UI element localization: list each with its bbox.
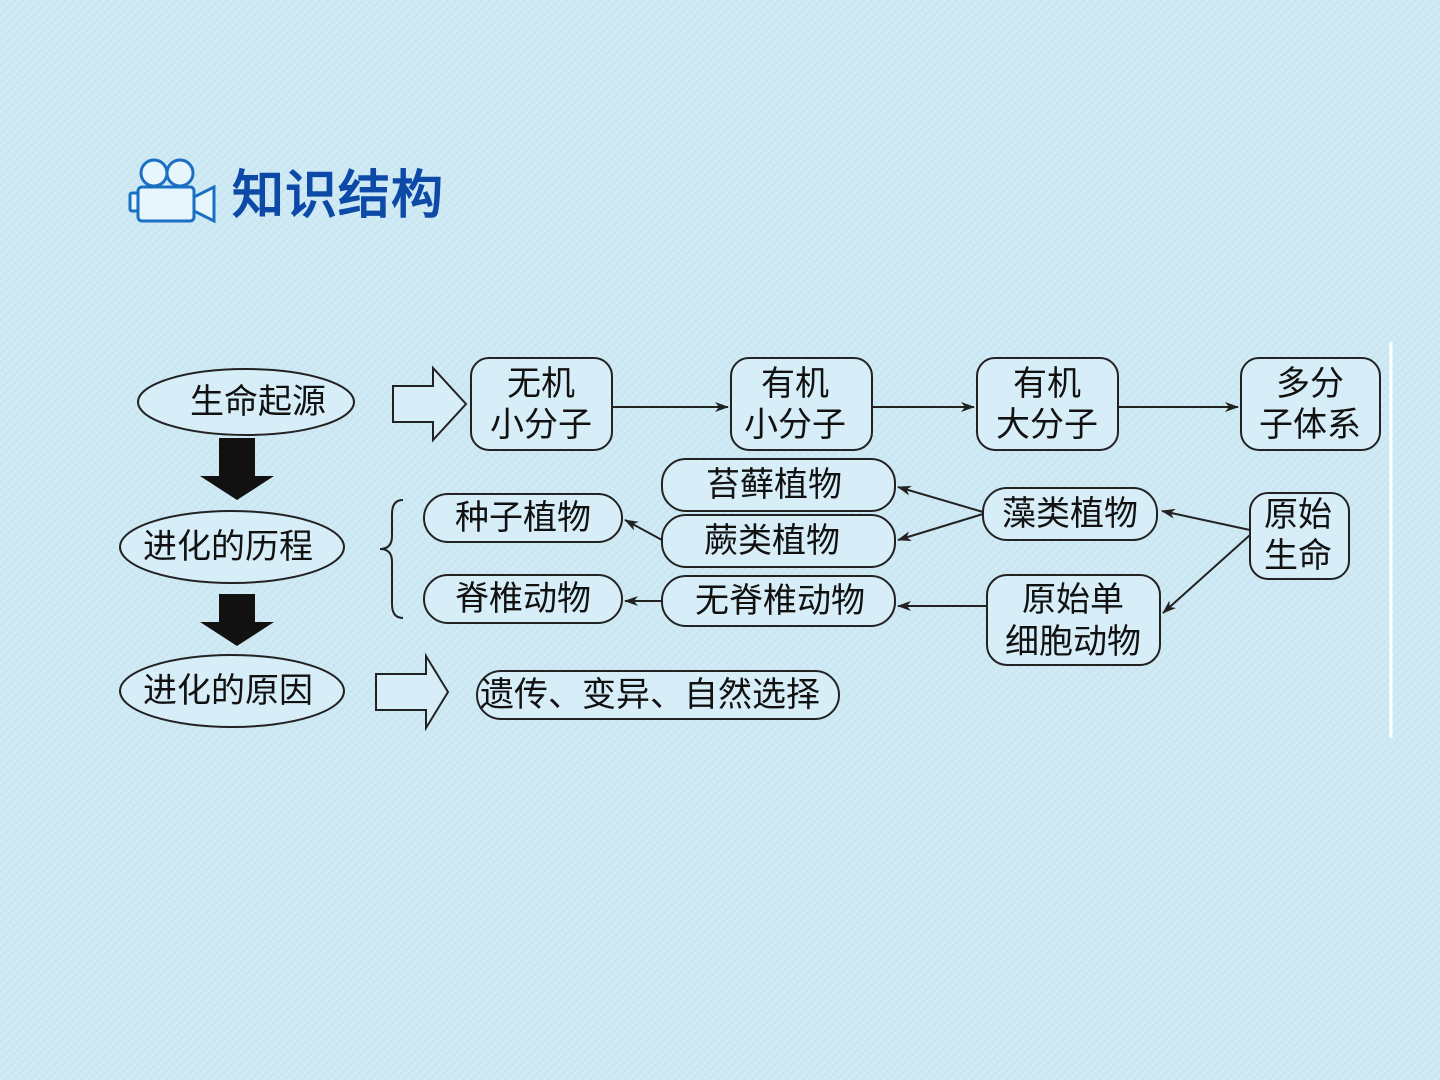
- box-inorganic-small-molecules: 无机 小分子: [470, 357, 613, 451]
- box-fern-plants: 蕨类植物: [661, 514, 896, 568]
- page-title: 知识结构: [232, 165, 445, 226]
- svg-text:有机: 有机: [761, 364, 829, 404]
- oval-life-origin: 生命起源: [137, 368, 355, 436]
- down-arrow-icon: [200, 594, 274, 646]
- box-multi-molecular-system: 多分 子体系: [1240, 357, 1381, 451]
- svg-text:进化的原因: 进化的原因: [143, 671, 313, 711]
- oval-evolution-cause: 进化的原因: [119, 654, 345, 728]
- svg-text:脊椎动物: 脊椎动物: [455, 579, 591, 619]
- svg-text:蕨类植物: 蕨类植物: [704, 521, 840, 561]
- svg-text:进化的历程: 进化的历程: [143, 527, 313, 567]
- svg-text:遗传、变异、自然选择: 遗传、变异、自然选择: [480, 675, 820, 715]
- down-arrow-icon: [200, 438, 274, 500]
- svg-text:小分子: 小分子: [744, 405, 846, 445]
- box-organic-large-molecules: 有机 大分子: [976, 357, 1119, 451]
- left-brace: [379, 499, 404, 619]
- hollow-right-arrow-icon: [392, 365, 468, 443]
- svg-text:细胞动物: 细胞动物: [1005, 622, 1141, 662]
- box-primitive-protozoa: 原始单 细胞动物: [986, 574, 1161, 666]
- hollow-right-arrow-icon: [375, 652, 450, 732]
- svg-text:多分: 多分: [1276, 364, 1344, 404]
- svg-text:无机: 无机: [507, 364, 575, 404]
- oval-evolution-course: 进化的历程: [119, 510, 345, 584]
- svg-text:种子植物: 种子植物: [455, 498, 591, 538]
- box-organic-small-molecules: 有机 小分子: [730, 357, 873, 451]
- svg-text:无脊椎动物: 无脊椎动物: [695, 581, 865, 621]
- svg-text:子体系: 子体系: [1259, 405, 1361, 445]
- svg-text:原始单: 原始单: [1022, 580, 1124, 620]
- svg-text:生命起源: 生命起源: [190, 382, 326, 422]
- arrow-primitive-life-to-algae: [1161, 508, 1251, 531]
- camera-icon: [128, 158, 216, 224]
- box-primitive-life: 原始 生命: [1249, 492, 1350, 580]
- box-algae-plants: 藻类植物: [982, 487, 1158, 541]
- box-evolution-cause: 遗传、变异、自然选择: [476, 670, 840, 720]
- section-heading: 知识结构: [128, 150, 444, 230]
- box-seed-plants: 种子植物: [423, 493, 623, 543]
- svg-text:生命: 生命: [1264, 536, 1332, 576]
- box-invertebrates: 无脊椎动物: [661, 575, 896, 627]
- svg-text:小分子: 小分子: [490, 405, 592, 445]
- svg-text:大分子: 大分子: [996, 405, 1098, 445]
- svg-text:藻类植物: 藻类植物: [1002, 494, 1138, 534]
- svg-text:有机: 有机: [1013, 364, 1081, 404]
- arrow-algae-to-fern: [897, 513, 984, 541]
- box-vertebrates: 脊椎动物: [423, 574, 623, 624]
- box-moss-plants: 苔藓植物: [661, 458, 896, 512]
- svg-text:原始: 原始: [1264, 495, 1332, 535]
- arrow-fern-to-seed-plants: [624, 519, 663, 541]
- svg-text:苔藓植物: 苔藓植物: [706, 465, 842, 505]
- arrow-algae-to-moss: [897, 485, 984, 513]
- arrow-primitive-life-to-protozoa: [1162, 534, 1251, 614]
